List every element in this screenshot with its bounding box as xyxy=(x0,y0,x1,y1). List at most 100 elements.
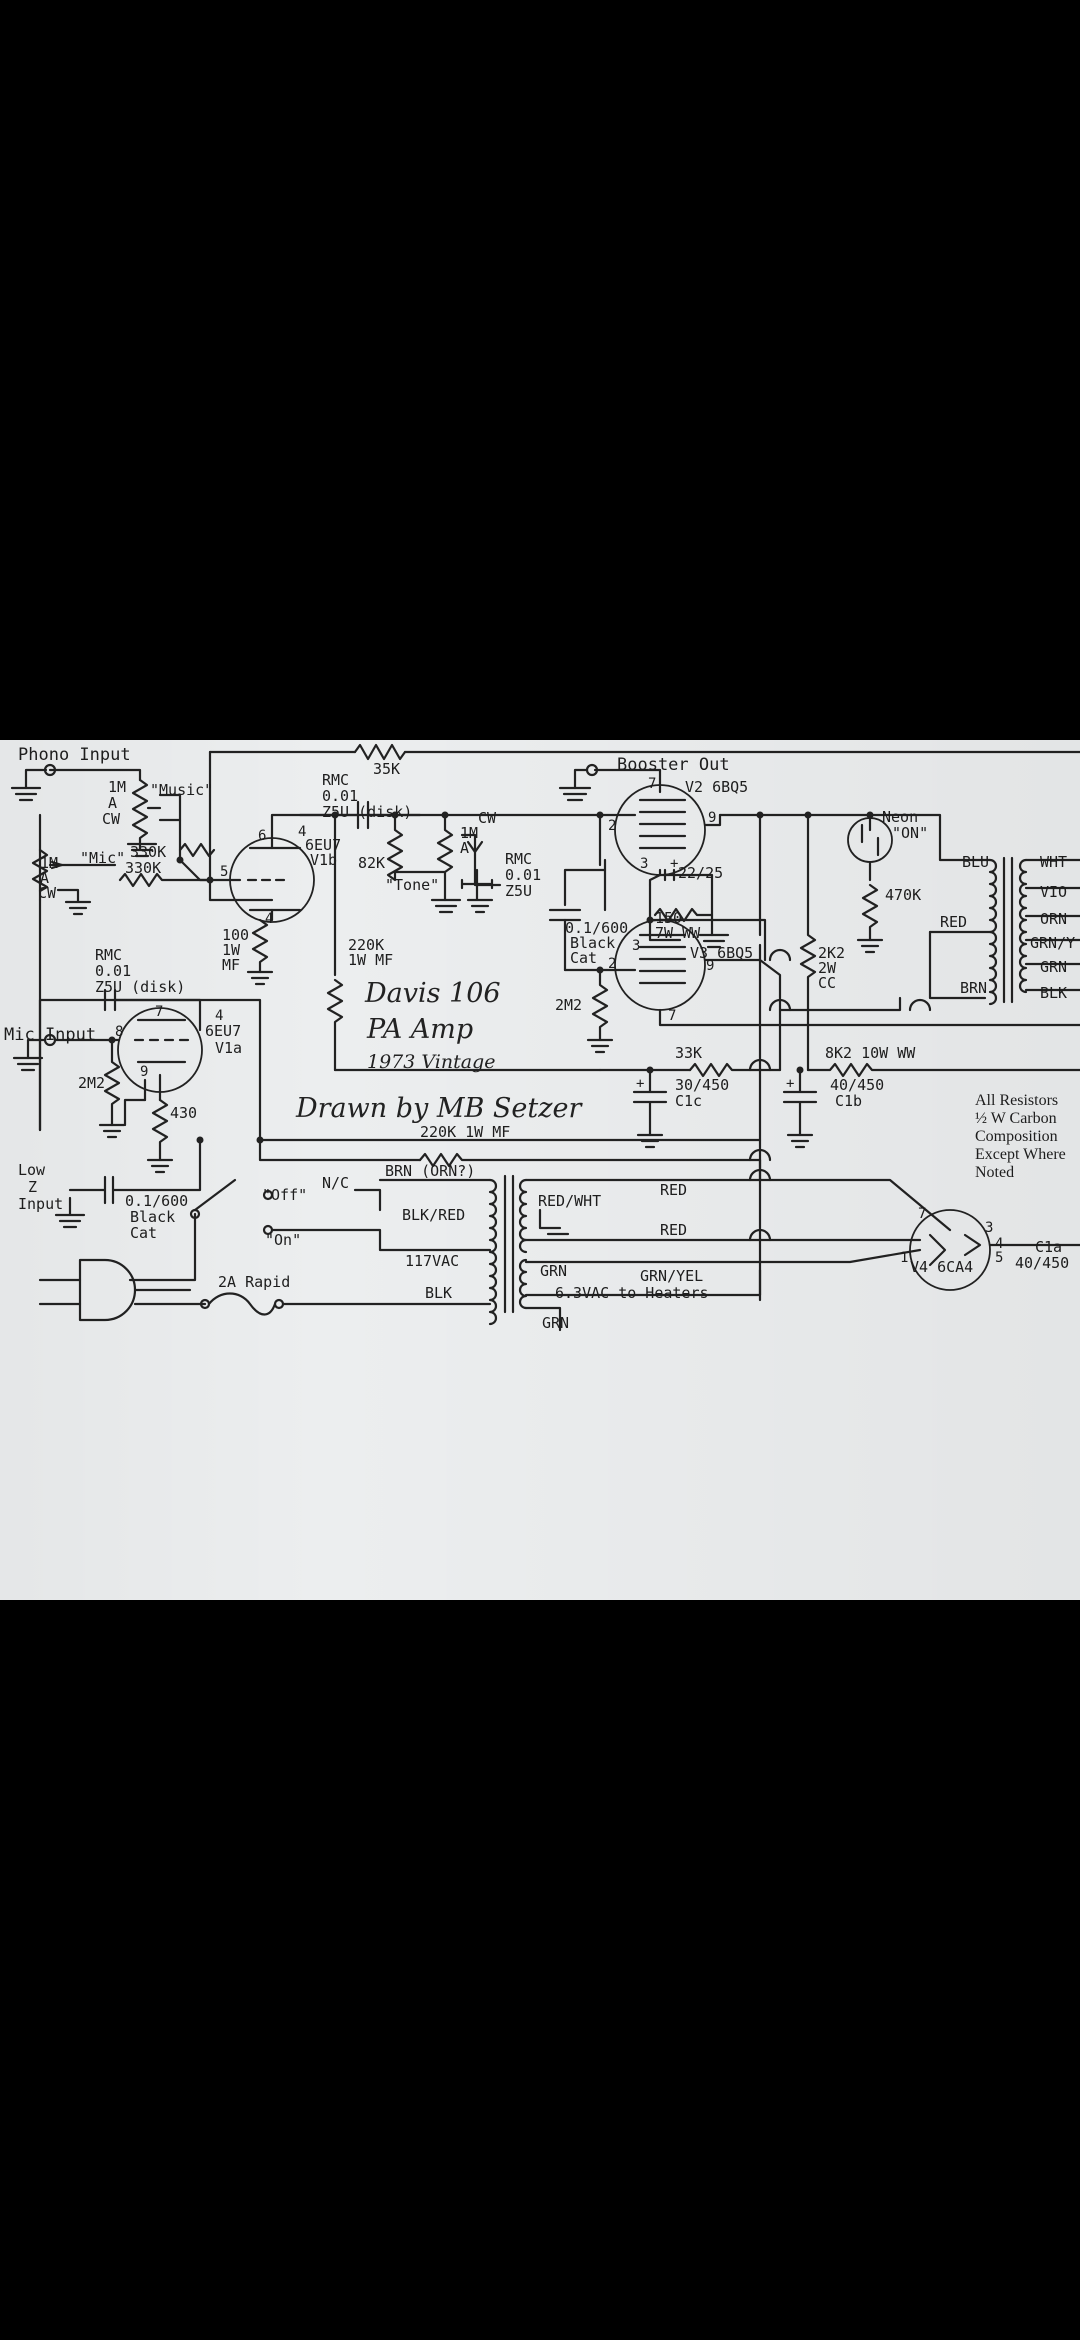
pwire-grnyel: GRN/YEL xyxy=(640,1267,703,1285)
cap-blackcat-a-1: 0.1/600 xyxy=(565,919,628,937)
r35k-label: 35K xyxy=(373,760,400,778)
resistor-notes: All Resistors ½ W Carbon Composition Exc… xyxy=(975,1092,1066,1181)
tone-pot-value: 1M xyxy=(460,824,478,842)
output-transformer-wire-labels: BLU WHT VIO ORN GRN/Y GRN BLK RED BRN xyxy=(940,853,1075,1002)
pwire-grn-1: GRN xyxy=(540,1262,567,1280)
r8k2-label: 8K2 10W WW xyxy=(825,1044,916,1062)
credit-line: Drawn by MB Setzer xyxy=(295,1093,583,1124)
r330k-b-label: 330K xyxy=(125,859,161,877)
cap-blackcat-b-3: Cat xyxy=(130,1224,157,1242)
input-labels: Phono Input Mic Input Low Z Input Booste… xyxy=(4,745,730,1213)
title-block: Davis 106 PA Amp 1973 Vintage Drawn by M… xyxy=(295,978,583,1124)
music-pot-cw: CW xyxy=(102,810,121,828)
mic-input-label: Mic Input xyxy=(4,1025,96,1045)
neon-label-2: "ON" xyxy=(892,824,928,842)
pwire-red-1: RED xyxy=(660,1181,687,1199)
neon-label-1: Neon xyxy=(882,808,918,826)
r82k-label: 82K xyxy=(358,854,385,872)
r150-value: 150 xyxy=(655,909,682,927)
cap-rmc-top-3: Z5U (disk) xyxy=(322,803,412,821)
cap-rmc-tone-2: 0.01 xyxy=(505,866,541,884)
pin-num: 4 xyxy=(215,1008,223,1024)
pwire-blkred: BLK/RED xyxy=(402,1206,465,1224)
wire-red: RED xyxy=(940,913,967,931)
pin-num: 4 xyxy=(265,911,273,927)
cap-rmc-mid-3: Z5U (disk) xyxy=(95,978,185,996)
cap-rmc-top-2: 0.01 xyxy=(322,787,358,805)
r100-type: MF xyxy=(222,956,240,974)
r150-type: 7W WW xyxy=(655,924,701,942)
wire-vio: VIO xyxy=(1040,883,1067,901)
r100-value: 100 xyxy=(222,926,249,944)
tone-pot-cw: CW xyxy=(478,809,497,827)
pin-num: 7 xyxy=(918,1206,926,1222)
r220k-b-label: 220K 1W MF xyxy=(420,1123,510,1141)
music-pot-taper: A xyxy=(108,794,117,812)
pin-num: 4 xyxy=(995,1236,1003,1252)
cap-blackcat-b-1: 0.1/600 xyxy=(125,1192,188,1210)
phono-input-label: Phono Input xyxy=(18,745,131,765)
v4-label: V4 6CA4 xyxy=(910,1258,973,1276)
pin-num: 3 xyxy=(640,856,648,872)
pin-num: 9 xyxy=(706,958,714,974)
pin-num: 9 xyxy=(140,1064,148,1080)
pin-numbers: 4 6 5 4 7 8 9 4 7 2 9 3 2 9 3 7 1 5 4 3 … xyxy=(115,776,1003,1266)
pwire-heaters: 6.3VAC to Heaters xyxy=(555,1284,709,1302)
mic-pot-value: 1M xyxy=(40,854,58,872)
cap-rmc-mid-2: 0.01 xyxy=(95,962,131,980)
power-transformer-wire-labels: BRN (ORN?) BLK/RED 117VAC BLK RED/WHT RE… xyxy=(385,1162,709,1332)
wire-grn-y: GRN/Y xyxy=(1030,934,1075,952)
cap-c1b-value: 40/450 xyxy=(830,1076,884,1094)
pin-num: 2 xyxy=(608,956,616,972)
fuse-label: 2A Rapid xyxy=(218,1273,290,1291)
off-label: "Off" xyxy=(262,1186,307,1204)
note-line-3: Composition xyxy=(975,1128,1058,1145)
r2k2-type: CC xyxy=(818,974,836,992)
tone-pot-label: "Tone" xyxy=(385,876,439,894)
low-z-label-1: Low xyxy=(18,1161,46,1179)
mic-pot-taper: A xyxy=(40,869,49,887)
cap-rmc-tone-1: RMC xyxy=(505,850,532,868)
pin-num: 3 xyxy=(632,938,640,954)
v3-label: V3 6BQ5 xyxy=(690,944,753,962)
pin-num: 4 xyxy=(298,824,306,840)
cap-blackcat-b-2: Black xyxy=(130,1208,175,1226)
polarity-mark: + xyxy=(670,856,678,872)
r2m2-a-label: 2M2 xyxy=(78,1074,105,1092)
cap-c1b-name: C1b xyxy=(835,1092,862,1110)
nc-label: N/C xyxy=(322,1174,349,1192)
r220k-type: 1W MF xyxy=(348,951,393,969)
cap-c1a-name: C1a xyxy=(1035,1238,1062,1256)
pin-num: 1 xyxy=(900,1250,908,1266)
v2-label: V2 6BQ5 xyxy=(685,778,748,796)
pwire-grn-2: GRN xyxy=(542,1314,569,1332)
note-line-5: Noted xyxy=(975,1164,1014,1181)
cap-c1c-value: 30/450 xyxy=(675,1076,729,1094)
cap-rmc-top-1: RMC xyxy=(322,771,349,789)
wire-grn: GRN xyxy=(1040,958,1067,976)
crossover-jumps xyxy=(748,948,932,1242)
note-line-4: Except Where xyxy=(975,1146,1066,1163)
pwire-brn: BRN (ORN?) xyxy=(385,1162,475,1180)
schematic-diagram: Phono Input Mic Input Low Z Input Booste… xyxy=(4,743,1080,1332)
pwire-blk: BLK xyxy=(425,1284,452,1302)
cap-rmc-tone-3: Z5U xyxy=(505,882,532,900)
v1a-type: 6EU7 xyxy=(205,1022,241,1040)
cap-rmc-mid-1: RMC xyxy=(95,946,122,964)
wire-wht: WHT xyxy=(1040,853,1067,871)
pwire-117vac: 117VAC xyxy=(405,1252,459,1270)
wire-brn: BRN xyxy=(960,979,987,997)
pwire-redwht: RED/WHT xyxy=(538,1192,601,1210)
booster-out-label: Booster Out xyxy=(617,755,730,775)
schematic-photo: Phono Input Mic Input Low Z Input Booste… xyxy=(0,740,1080,1600)
music-pot-value: 1M xyxy=(108,778,126,796)
tube-labels: 6EU7 V1b 6EU7 V1a V2 6BQ5 V3 6BQ5 V4 6CA… xyxy=(205,778,973,1276)
r33k-label: 33K xyxy=(675,1044,702,1062)
pin-num: 7 xyxy=(648,776,656,792)
polarity-mark: + xyxy=(786,1076,794,1092)
low-z-label-2: Z xyxy=(28,1178,37,1196)
r2m2-b-label: 2M2 xyxy=(555,996,582,1014)
r430-label: 430 xyxy=(170,1104,197,1122)
note-line-2: ½ W Carbon xyxy=(975,1110,1057,1127)
component-labels: 35K 1M A CW 330K 1M A CW 330K RMC 0.01 Z… xyxy=(38,760,1069,1291)
